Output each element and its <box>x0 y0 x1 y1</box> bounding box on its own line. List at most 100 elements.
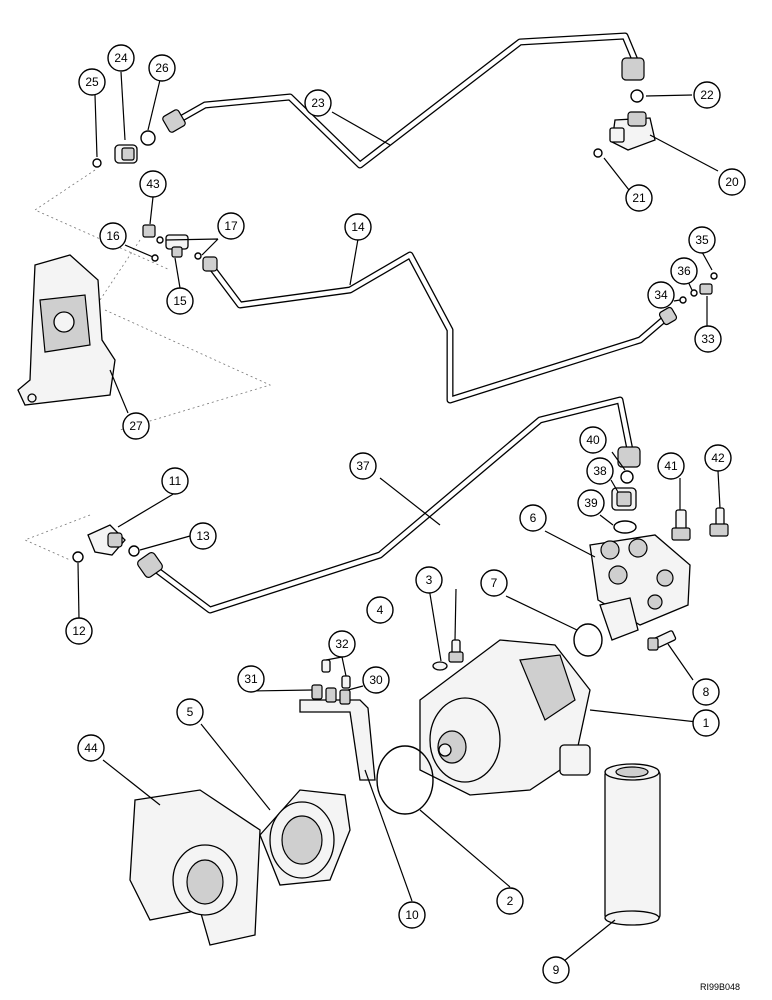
fitting-33 <box>699 283 713 295</box>
callout-30: 30 <box>362 666 390 694</box>
tube-23 <box>171 32 639 169</box>
svg-text:37: 37 <box>356 459 370 473</box>
callout-38: 38 <box>586 457 614 485</box>
callout-31: 31 <box>237 665 265 693</box>
svg-text:38: 38 <box>593 464 607 478</box>
svg-text:13: 13 <box>196 529 210 543</box>
callout-40: 40 <box>579 426 607 454</box>
callout-27: 27 <box>122 412 150 440</box>
callout-44: 44 <box>77 734 105 762</box>
bolt-8 <box>647 630 677 651</box>
o-ring-17b <box>194 252 202 260</box>
leader-lines <box>77 71 721 962</box>
svg-text:32: 32 <box>335 637 349 651</box>
svg-text:43: 43 <box>146 177 160 191</box>
svg-text:8: 8 <box>703 685 710 699</box>
svg-text:36: 36 <box>677 264 691 278</box>
phantom-lines <box>23 169 272 561</box>
bolt-3 <box>448 639 464 663</box>
svg-text:11: 11 <box>169 474 182 488</box>
elbow-fitting-20 <box>609 111 656 151</box>
callout-32: 32 <box>328 630 356 658</box>
bracket-27 <box>17 254 116 406</box>
callout-22: 22 <box>693 81 721 109</box>
callout-39: 39 <box>577 489 605 517</box>
o-ring-12 <box>72 551 84 563</box>
callout-23: 23 <box>304 89 332 117</box>
o-ring-35 <box>710 272 718 280</box>
o-ring-36 <box>690 289 698 297</box>
svg-text:44: 44 <box>84 741 98 755</box>
o-ring-39 <box>613 520 637 534</box>
svg-text:21: 21 <box>632 191 646 205</box>
svg-text:26: 26 <box>155 61 169 75</box>
svg-text:3: 3 <box>426 573 433 587</box>
tee-fitting-15 <box>165 234 189 258</box>
svg-text:15: 15 <box>173 294 187 308</box>
svg-text:5: 5 <box>187 705 194 719</box>
callout-35: 35 <box>688 226 716 254</box>
callout-5: 5 <box>176 698 204 726</box>
bracket-10 <box>299 699 376 781</box>
o-ring-21 <box>593 148 603 158</box>
callout-20: 20 <box>718 168 746 196</box>
callout-14: 14 <box>344 213 372 241</box>
adapter-5 <box>259 789 351 886</box>
callout-33: 33 <box>694 325 722 353</box>
callout-3: 3 <box>415 566 443 594</box>
o-ring-22 <box>630 89 644 103</box>
o-ring-2 <box>376 745 434 815</box>
fitting-24 <box>114 144 138 164</box>
callout-7: 7 <box>480 569 508 597</box>
svg-text:35: 35 <box>695 233 709 247</box>
callout-21: 21 <box>625 184 653 212</box>
hydraulic-pump-1 <box>419 639 591 796</box>
svg-text:25: 25 <box>85 75 99 89</box>
cap-43 <box>142 224 156 238</box>
clips-30-31 <box>311 684 351 705</box>
callout-42: 42 <box>704 444 732 472</box>
callout-10: 10 <box>398 901 426 929</box>
callout-34: 34 <box>647 281 675 309</box>
switch-41 <box>671 509 691 541</box>
svg-text:31: 31 <box>244 672 258 686</box>
elbow-fitting-11 <box>87 524 126 556</box>
o-ring-13 <box>128 545 140 557</box>
reference-code: RI99B048 <box>700 982 740 992</box>
svg-text:14: 14 <box>351 220 365 234</box>
fitting-38 <box>611 487 637 511</box>
washer-4 <box>432 661 448 671</box>
svg-text:7: 7 <box>491 576 498 590</box>
callout-2: 2 <box>496 887 524 915</box>
callout-17: 17 <box>217 212 245 240</box>
svg-text:9: 9 <box>553 963 560 977</box>
o-ring-17a <box>156 236 164 244</box>
o-ring-16 <box>151 254 159 262</box>
svg-text:23: 23 <box>311 96 325 110</box>
svg-text:40: 40 <box>586 433 600 447</box>
housing-44 <box>129 789 261 946</box>
svg-text:12: 12 <box>72 624 86 638</box>
o-ring-25 <box>92 158 102 168</box>
o-ring-26 <box>140 130 156 146</box>
svg-text:27: 27 <box>129 419 143 433</box>
callout-16: 16 <box>99 222 127 250</box>
svg-text:22: 22 <box>700 88 714 102</box>
svg-text:30: 30 <box>369 673 383 687</box>
callout-8: 8 <box>692 678 720 706</box>
svg-text:16: 16 <box>106 229 120 243</box>
callout-41: 41 <box>657 452 685 480</box>
tube-14 <box>206 251 672 404</box>
svg-text:34: 34 <box>654 288 668 302</box>
svg-text:4: 4 <box>377 603 384 617</box>
callout-1: 1 <box>692 709 720 737</box>
sender-42 <box>709 507 729 537</box>
callout-9: 9 <box>542 956 570 984</box>
callout-36: 36 <box>670 257 698 285</box>
flange-7 <box>599 597 639 641</box>
callout-11: 11 <box>161 467 189 495</box>
o-ring-34 <box>679 296 687 304</box>
svg-text:1: 1 <box>703 716 710 730</box>
callout-37: 37 <box>349 452 377 480</box>
